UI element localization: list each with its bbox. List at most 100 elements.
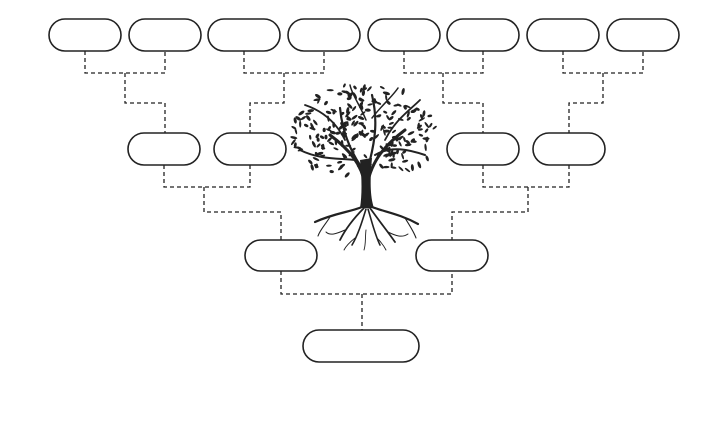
leaf-icon — [310, 122, 314, 130]
leaf-icon — [380, 124, 385, 131]
leaf-icon — [335, 131, 341, 135]
leaf-icon — [416, 124, 422, 129]
leaf-icon — [397, 135, 404, 141]
connectors — [84, 51, 644, 330]
leaf-icon — [383, 129, 390, 133]
leaf-icon — [314, 93, 321, 99]
leaf-icon — [329, 170, 334, 174]
leaf-icon — [404, 143, 412, 147]
name-box-g4-6[interactable] — [446, 18, 520, 52]
leaf-icon — [364, 132, 370, 137]
leaf-icon — [403, 136, 406, 143]
connector-g2 — [280, 271, 453, 330]
leaf-icon — [291, 126, 297, 130]
name-box-g4-8[interactable] — [606, 18, 680, 52]
leaf-icon — [310, 164, 314, 171]
leaf-icon — [403, 105, 407, 110]
name-box-g3-1[interactable] — [127, 132, 201, 166]
leaf-icon — [429, 122, 433, 128]
leaf-icon — [295, 116, 302, 121]
leaf-icon — [290, 139, 296, 146]
connector-g4-4 — [562, 51, 644, 133]
connector-g3-right — [451, 165, 570, 240]
leaf-icon — [316, 143, 321, 148]
name-box-g2-1[interactable] — [244, 239, 318, 272]
leaf-icon — [369, 136, 374, 142]
leaf-icon — [398, 166, 404, 172]
leaf-icon — [317, 97, 321, 104]
leaf-icon — [417, 161, 422, 169]
leaf-icon — [410, 164, 414, 172]
leaf-icon — [347, 103, 353, 109]
leaf-icon — [315, 133, 320, 139]
leaf-icon — [383, 110, 388, 114]
leaf-icon — [386, 115, 390, 120]
leaf-icon — [379, 86, 385, 90]
leaf-icon — [293, 142, 297, 148]
leaf-icon — [418, 133, 424, 137]
leaf-icon — [341, 90, 348, 94]
leaf-icon — [393, 104, 400, 107]
leaf-icon — [364, 108, 371, 112]
name-box-g3-4[interactable] — [532, 132, 606, 166]
leaf-icon — [308, 159, 313, 165]
leaf-icon — [401, 87, 405, 96]
leaf-icon — [324, 134, 328, 140]
name-box-g4-3[interactable] — [207, 18, 281, 52]
generation-2 — [244, 239, 489, 272]
leaf-icon — [388, 158, 396, 162]
leaf-icon — [324, 100, 328, 106]
leaf-icon — [432, 125, 437, 130]
leaf-icon — [360, 129, 364, 136]
leaf-icon — [405, 140, 410, 145]
name-box-g4-7[interactable] — [526, 18, 600, 52]
leaf-icon — [417, 128, 423, 131]
leaf-icon — [320, 147, 326, 150]
name-box-g4-2[interactable] — [128, 18, 202, 52]
leaf-icon — [425, 136, 429, 143]
leaf-icon — [386, 100, 391, 105]
leaf-icon — [401, 152, 405, 160]
leaf-icon — [345, 115, 352, 120]
leaf-icon — [316, 151, 324, 156]
leaf-icon — [347, 94, 352, 99]
leaf-icon — [385, 94, 388, 101]
leaf-icon — [379, 163, 384, 169]
leaf-icon — [383, 129, 386, 136]
leaf-icon — [351, 120, 355, 126]
leaf-icon — [376, 114, 382, 118]
leaf-icon — [422, 110, 426, 117]
leaf-icon — [346, 107, 350, 114]
leaf-icon — [337, 160, 343, 164]
leaf-icon — [300, 116, 307, 120]
name-box-g2-2[interactable] — [415, 239, 489, 272]
leaf-icon — [337, 165, 344, 171]
name-box-g1-1[interactable] — [302, 329, 420, 363]
name-box-g3-3[interactable] — [446, 132, 520, 166]
leaf-icon — [351, 133, 357, 140]
leaf-icon — [406, 116, 411, 121]
name-box-g4-4[interactable] — [287, 18, 361, 52]
leaf-icon — [392, 151, 397, 155]
leaf-icon — [330, 108, 337, 113]
leaf-icon — [290, 136, 298, 140]
name-box-g3-2[interactable] — [213, 132, 287, 166]
leaf-icon — [398, 141, 402, 147]
leaf-icon — [326, 89, 334, 92]
leaf-icon — [344, 172, 350, 178]
tree-with-roots-icon — [290, 83, 437, 251]
leaf-icon — [293, 117, 297, 124]
name-box-g4-1[interactable] — [48, 18, 122, 52]
leaf-icon — [313, 119, 318, 126]
leaf-icon — [353, 85, 357, 90]
leaf-icon — [391, 110, 397, 116]
leaf-icon — [351, 136, 357, 142]
leaf-icon — [357, 116, 365, 120]
name-box-g4-5[interactable] — [367, 18, 441, 52]
leaf-icon — [309, 134, 312, 140]
leaf-icon — [360, 122, 366, 128]
leaf-icon — [415, 107, 420, 111]
leaf-icon — [362, 84, 366, 91]
leaf-icon — [390, 162, 393, 168]
